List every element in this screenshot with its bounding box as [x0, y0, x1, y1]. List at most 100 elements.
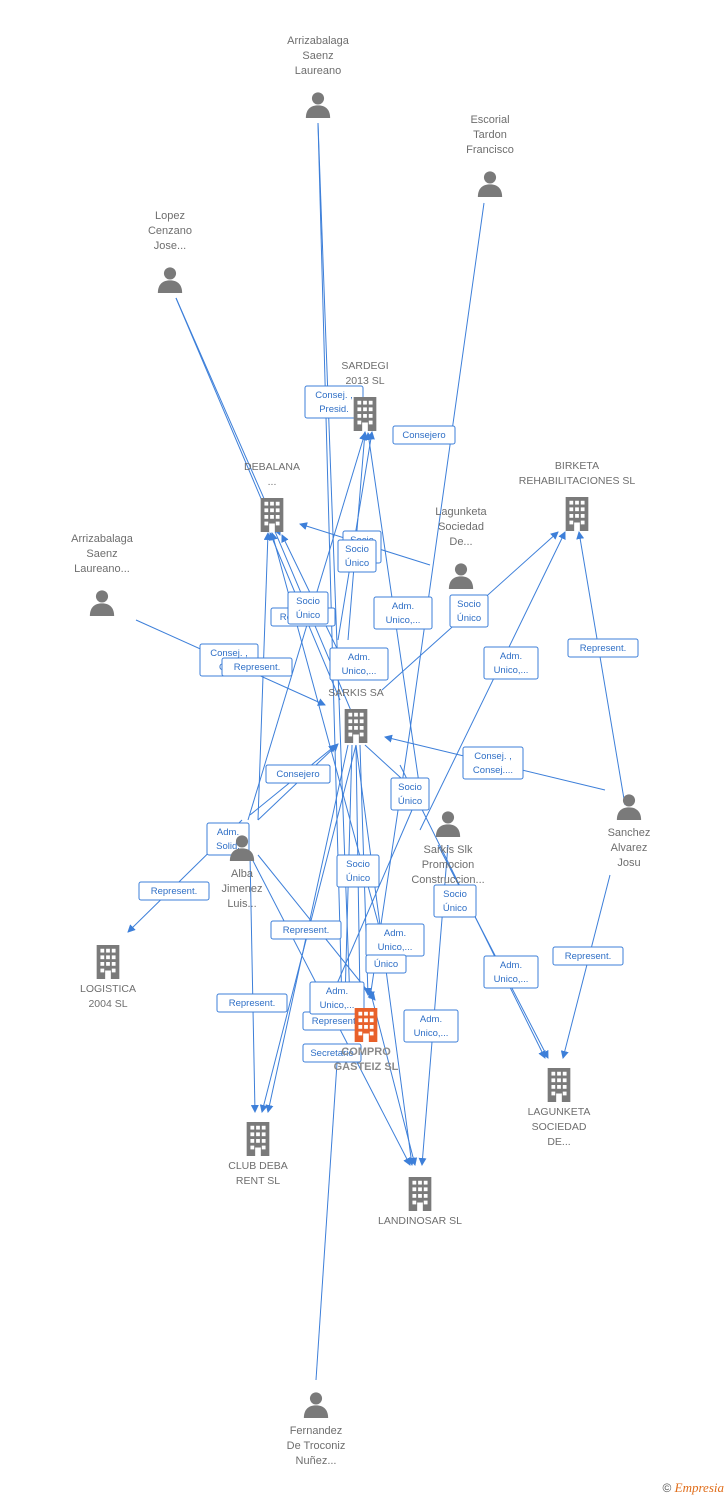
node-label: Escorial — [470, 114, 509, 126]
edge-label-text: Único — [457, 613, 481, 624]
edge-label-box — [336, 854, 380, 888]
edge-label-box — [403, 1009, 459, 1043]
edge-label[interactable]: Represent. — [216, 993, 288, 1013]
edge-label-box — [462, 746, 524, 780]
node-label: Cenzano — [148, 225, 192, 237]
copyright-footer: © Empresia — [662, 1480, 724, 1496]
edge-label-text: Adm. — [500, 651, 522, 662]
edge-label[interactable]: Represent. — [567, 638, 639, 658]
edge-label[interactable]: Único — [365, 954, 407, 974]
edge-label-text: Consej. , — [210, 648, 248, 659]
node-sarkis[interactable]: SARKIS SA — [328, 687, 384, 743]
node-label: 2013 SL — [345, 375, 384, 387]
edge-label[interactable]: Adm. Unico,... — [373, 596, 433, 630]
node-sarkis-slk[interactable]: Sarkis SlkPromocionConstruccion... — [411, 811, 485, 886]
edge-label-box — [265, 764, 331, 784]
node-label: ... — [268, 476, 277, 488]
edge-label-text: Único — [374, 959, 398, 970]
edge-label-text: Unico,... — [494, 974, 529, 985]
relationship-edge — [315, 1047, 342, 1381]
edge-label-box — [483, 955, 539, 989]
node-label: Francisco — [466, 144, 514, 156]
edge-label[interactable]: Secretario — [302, 1043, 362, 1063]
edge-label[interactable]: Represent. — [552, 946, 624, 966]
node-lagunketa-c[interactable]: LAGUNKETASOCIEDADDE... — [528, 1068, 591, 1148]
edge-label[interactable]: Adm.Unico,... — [309, 981, 365, 1015]
edge-label[interactable]: Consej. ,Consej.... — [462, 746, 524, 780]
edge-label-text: Consejero — [276, 769, 319, 780]
edge-label-text: Solid. — [216, 841, 240, 852]
edge-label-box — [309, 981, 365, 1015]
node-label: CLUB DEBA — [228, 1160, 288, 1172]
person-icon — [616, 794, 642, 820]
node-label: 2004 SL — [88, 998, 127, 1010]
building-icon — [408, 1177, 432, 1211]
edge-label-text: Adm. — [392, 601, 414, 612]
relationship-edge — [369, 989, 418, 1166]
node-lagunketa-p[interactable]: LagunketaSociedadDe... — [435, 506, 488, 589]
node-label: Construccion... — [411, 874, 484, 886]
edge-label-text: Consej. , — [315, 390, 353, 401]
node-label: Arrizabalaga — [287, 35, 350, 47]
node-label: LANDINOSAR SL — [378, 1215, 462, 1227]
edge-label[interactable]: Adm.Unico,... — [483, 955, 539, 989]
building-icon — [260, 498, 284, 532]
edge-label[interactable]: Represent. — [270, 920, 342, 940]
node-lopez[interactable]: LopezCenzanoJose... — [148, 210, 192, 293]
relationship-edge — [560, 874, 611, 1059]
node-alba[interactable]: AlbaJimenezLuis... — [222, 835, 263, 910]
edge-label[interactable]: Consejero — [265, 764, 331, 784]
edge-label-text: Consej.... — [473, 765, 513, 776]
node-landinosar[interactable]: LANDINOSAR SL — [378, 1177, 462, 1227]
node-label: Sanchez — [608, 827, 651, 839]
edge-label[interactable]: Represent. — [221, 657, 293, 677]
edge-label[interactable]: Adm.Unico,... — [483, 646, 539, 680]
edge-label[interactable]: Adm.Unico,... — [329, 647, 389, 681]
node-label: GASTEIZ SL — [334, 1061, 399, 1073]
edge-label[interactable]: Consejero — [392, 425, 456, 445]
person-icon — [448, 563, 474, 589]
edge-label-box — [287, 591, 329, 625]
edge-label-box — [138, 881, 210, 901]
building-icon — [246, 1122, 270, 1156]
edge-label-text: Unico,... — [386, 615, 421, 626]
edge-label-box — [206, 822, 250, 856]
edge-label[interactable]: Adm.Unico,... — [365, 923, 425, 957]
edge-label-text: Represent. — [565, 951, 611, 962]
node-label: REHABILITACIONES SL — [519, 475, 636, 487]
edge-label-text: Único — [296, 610, 320, 621]
node-label: Alba — [231, 868, 254, 880]
node-arrizabalaga-2[interactable]: ArrizabalagaSaenzLaureano... — [71, 533, 134, 616]
empresia-logo[interactable]: Empresia — [674, 1480, 724, 1495]
node-label: SARDEGI — [341, 360, 388, 372]
node-debalana[interactable]: DEBALANA... — [244, 461, 300, 532]
node-label: Sociedad — [438, 521, 484, 533]
edge-label-text: Adm. — [326, 986, 348, 997]
edge-label[interactable]: Adm.Unico,... — [403, 1009, 459, 1043]
node-label: DE... — [547, 1136, 570, 1148]
node-sardegi[interactable]: SARDEGI 2013 SL — [341, 360, 389, 431]
node-label: Saenz — [86, 548, 117, 560]
edge-label-box — [567, 638, 639, 658]
edge-label-text: Adm. — [217, 827, 239, 838]
node-label: DEBALANA — [244, 461, 300, 473]
edge-label[interactable]: Adm. Solid. — [206, 822, 250, 856]
edge-label-text: Represent. — [312, 1016, 358, 1027]
edge-label[interactable]: Represent. — [138, 881, 210, 901]
edge-label-text: Socio — [398, 782, 422, 793]
